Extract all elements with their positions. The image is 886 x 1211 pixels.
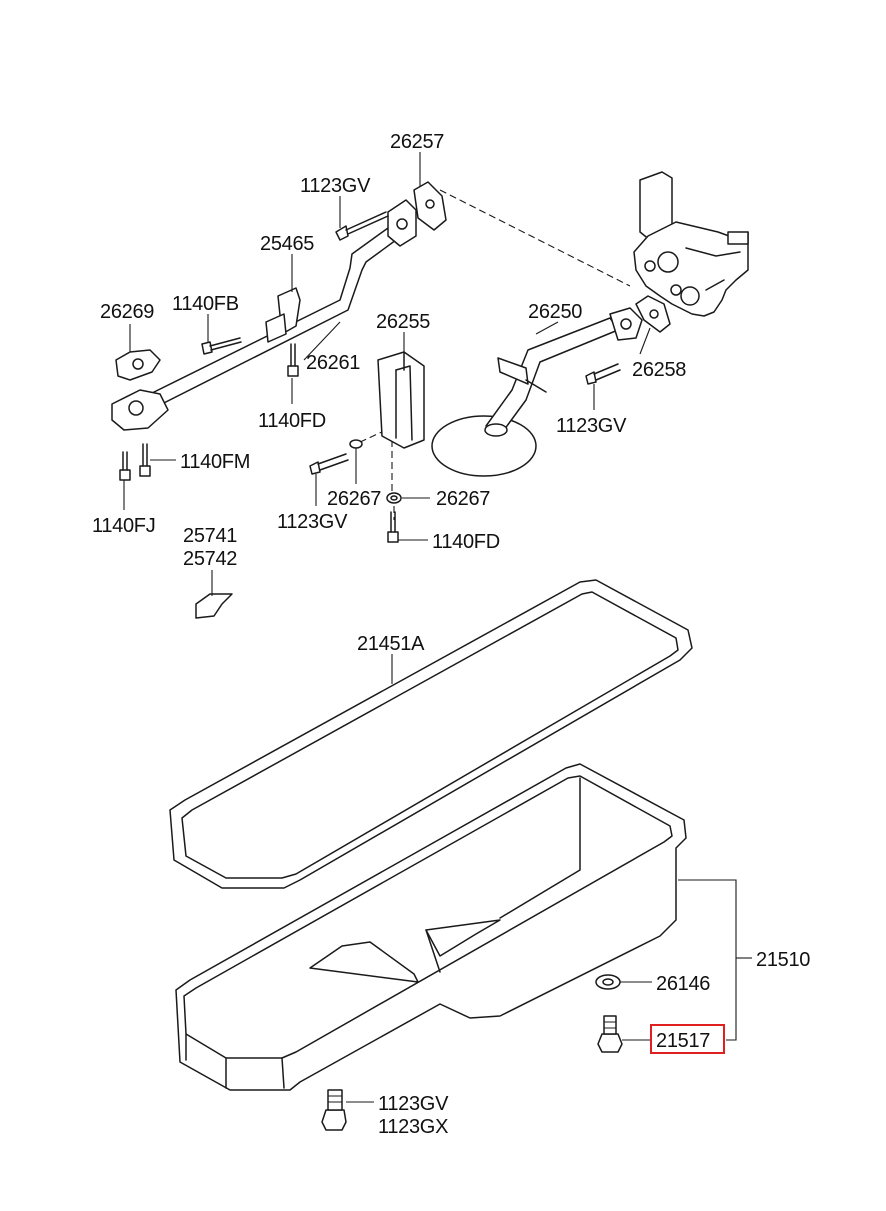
oil-pump xyxy=(633,171,749,317)
label-25741[interactable]: 25741 xyxy=(183,525,238,547)
drain-plug-21517[interactable] xyxy=(597,1015,623,1053)
label-26267[interactable]: 26267 xyxy=(327,488,382,510)
bolt-1123GV xyxy=(335,211,389,241)
washer-26267 xyxy=(349,439,363,449)
oil-pan-gasket-21451A xyxy=(169,579,693,889)
oil-strainer-26250 xyxy=(431,307,643,477)
washer-26267 xyxy=(386,492,402,504)
label-1140FJ[interactable]: 1140FJ xyxy=(92,515,156,537)
bracket-26255 xyxy=(377,351,425,449)
oil-pipe-26261 xyxy=(111,199,417,431)
label-26257[interactable]: 26257 xyxy=(390,131,445,153)
bolt-1123GV xyxy=(309,453,349,475)
part-labels: 26257 1123GV 25465 26269 1140FB 26261 26… xyxy=(92,131,811,1138)
label-25465[interactable]: 25465 xyxy=(260,233,315,255)
leader-lines xyxy=(123,152,752,1103)
gasket-26257 xyxy=(413,181,447,231)
washer-26146 xyxy=(595,974,621,990)
bolt-1123GV xyxy=(585,363,621,385)
label-26267[interactable]: 26267 xyxy=(436,488,491,510)
label-26250[interactable]: 26250 xyxy=(528,301,583,323)
sealant-tube xyxy=(195,593,233,619)
label-21510[interactable]: 21510 xyxy=(756,949,811,971)
label-1140FB[interactable]: 1140FB xyxy=(172,293,239,315)
label-1123GX[interactable]: 1123GX xyxy=(378,1116,448,1138)
gasket-26269 xyxy=(115,349,161,381)
label-26146[interactable]: 26146 xyxy=(656,973,711,995)
alignment-line xyxy=(439,189,631,287)
selected-part-highlight xyxy=(650,1024,725,1054)
label-26261[interactable]: 26261 xyxy=(306,352,361,374)
label-1140FM[interactable]: 1140FM xyxy=(180,451,250,473)
label-21517[interactable]: 21517 xyxy=(656,1030,711,1052)
bolt-1140FJ xyxy=(119,451,131,481)
label-1140FD[interactable]: 1140FD xyxy=(258,410,326,432)
label-25742[interactable]: 25742 xyxy=(183,548,238,570)
label-1123GV[interactable]: 1123GV xyxy=(300,175,371,197)
label-26255[interactable]: 26255 xyxy=(376,311,431,333)
bolt-1140FD xyxy=(287,343,299,377)
label-1123GV[interactable]: 1123GV xyxy=(378,1093,449,1115)
bolt-1140FB xyxy=(201,337,242,355)
gasket-26258 xyxy=(635,295,671,333)
label-1140FD[interactable]: 1140FD xyxy=(432,531,500,553)
label-1123GV[interactable]: 1123GV xyxy=(556,415,627,437)
bolt-1123GV-1123GX xyxy=(321,1089,347,1131)
label-26258[interactable]: 26258 xyxy=(632,359,687,381)
bolt-1140FM xyxy=(139,443,151,477)
bolt-1140FD xyxy=(387,511,399,543)
label-1123GV[interactable]: 1123GV xyxy=(277,511,348,533)
label-21451A[interactable]: 21451A xyxy=(357,633,425,655)
label-26269[interactable]: 26269 xyxy=(100,301,155,323)
oil-pan-21510 xyxy=(175,763,687,1091)
